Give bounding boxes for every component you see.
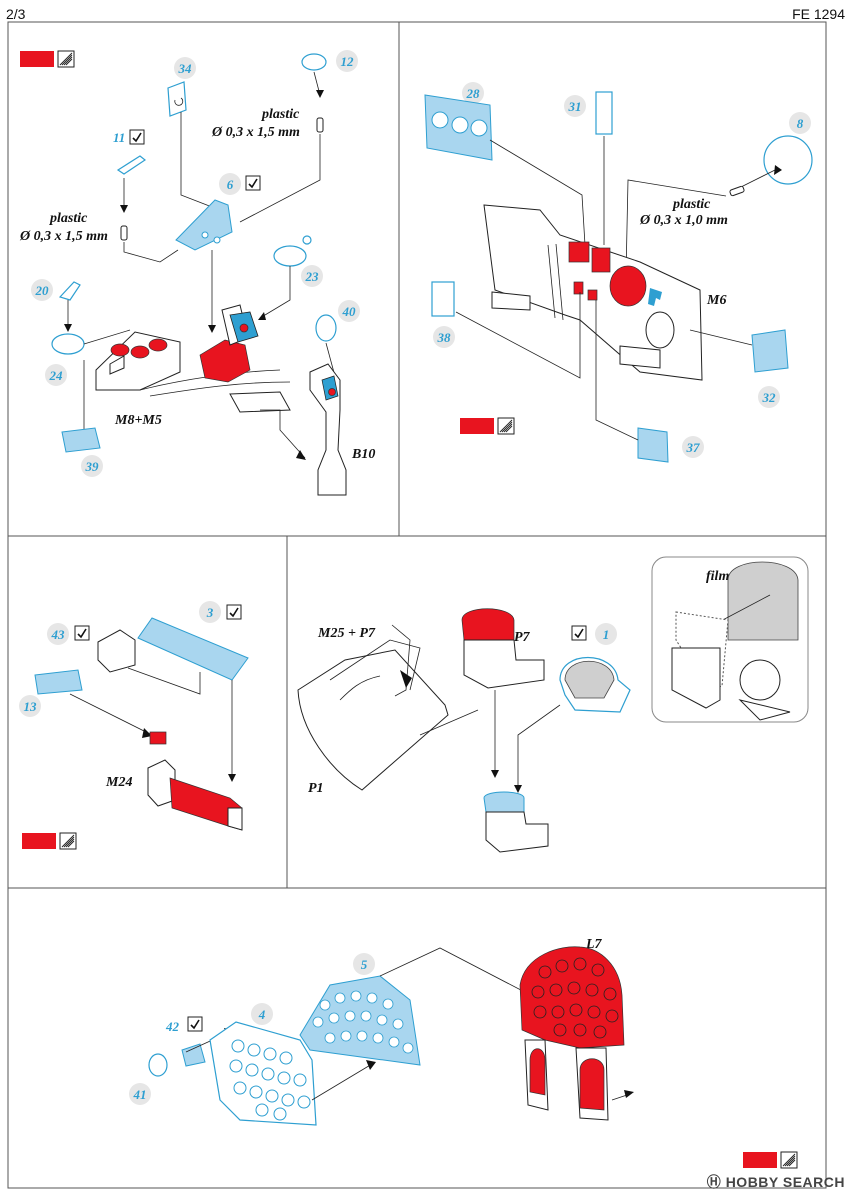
part-5: 5 xyxy=(361,957,368,972)
part-11: 11 xyxy=(113,130,125,145)
part-8: 8 xyxy=(797,116,804,131)
part-13: 13 xyxy=(24,699,38,714)
panel-instrument-side: 28 31 8 plastic Ø 0,3 x 1,0 mm xyxy=(424,82,813,463)
label-film: film xyxy=(706,569,729,584)
label-m8m5: M8+M5 xyxy=(114,413,162,428)
panel-control-column: 34 12 plastic Ø 0,3 x 1,5 mm 11 plastic … xyxy=(19,50,375,496)
paint-swatch-icon xyxy=(19,50,75,68)
panel-radio-box: 3 43 13 M24 xyxy=(19,601,249,850)
paint-swatch-icon xyxy=(21,832,77,850)
label-plastic-3: plastic xyxy=(672,197,711,212)
part-12: 12 xyxy=(341,54,355,69)
label-b10: B10 xyxy=(351,447,375,462)
bend-checkmark-icon xyxy=(129,129,145,145)
part-3: 3 xyxy=(206,605,214,620)
watermark: Ⓗ HOBBY SEARCH xyxy=(707,1172,845,1192)
bend-checkmark-icon xyxy=(226,604,242,620)
part-31: 31 xyxy=(568,99,582,114)
label-rod-2: Ø 0,3 x 1,5 mm xyxy=(19,229,108,244)
part-20: 20 xyxy=(35,283,50,298)
panel-seat: M25 + P7 P1 P7 1 film xyxy=(297,556,809,853)
label-p7: P7 xyxy=(514,630,531,645)
paint-swatch-icon xyxy=(459,417,515,435)
label-m24: M24 xyxy=(105,775,132,790)
label-m6: M6 xyxy=(706,293,726,308)
part-23: 23 xyxy=(305,269,320,284)
watermark-logo-icon: Ⓗ xyxy=(706,1174,722,1190)
part-40: 40 xyxy=(342,304,357,319)
bend-checkmark-icon xyxy=(74,625,90,641)
label-rod-1: Ø 0,3 x 1,5 mm xyxy=(211,125,300,140)
panel-frames xyxy=(7,21,827,1189)
product-code: FE 1294 xyxy=(792,6,845,22)
page-number: 2/3 xyxy=(6,6,26,22)
paint-swatch-icon xyxy=(742,1151,798,1169)
bend-checkmark-icon xyxy=(571,625,587,641)
label-p1: P1 xyxy=(308,781,324,796)
part-41: 41 xyxy=(133,1087,147,1102)
part-1: 1 xyxy=(603,627,610,642)
part-32: 32 xyxy=(762,390,777,405)
part-39: 39 xyxy=(85,459,100,474)
part-24: 24 xyxy=(49,368,64,383)
part-43: 43 xyxy=(51,627,66,642)
label-m25p7: M25 + P7 xyxy=(317,626,376,641)
label-plastic-2: plastic xyxy=(49,211,88,226)
part-28: 28 xyxy=(466,86,481,101)
label-rod-3: Ø 0,3 x 1,0 mm xyxy=(639,213,728,228)
part-42: 42 xyxy=(165,1019,180,1034)
panel-instrument-panel: 42 41 4 5 L7 xyxy=(129,937,798,1169)
part-4: 4 xyxy=(258,1007,266,1022)
part-37: 37 xyxy=(686,440,701,455)
watermark-text: HOBBY SEARCH xyxy=(725,1174,845,1190)
part-34: 34 xyxy=(178,61,193,76)
label-plastic-1: plastic xyxy=(261,107,300,122)
part-38: 38 xyxy=(437,330,452,345)
bend-checkmark-icon xyxy=(245,175,261,191)
part-6: 6 xyxy=(227,177,234,192)
bend-checkmark-icon xyxy=(187,1016,203,1032)
